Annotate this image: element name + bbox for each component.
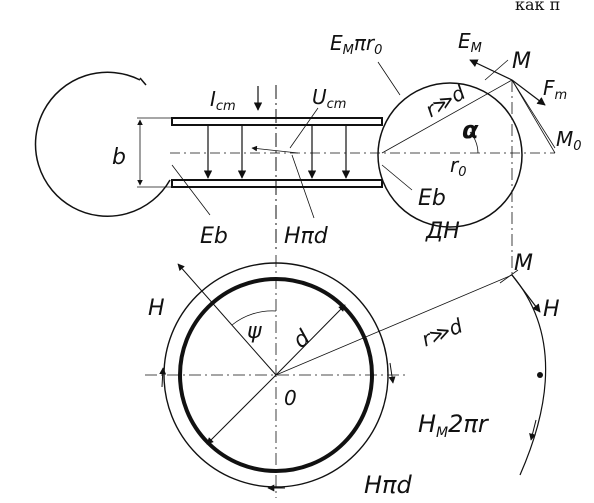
header-text: как п xyxy=(515,0,560,14)
ring-arrow-left xyxy=(159,367,167,388)
h-pi-d-top-label: Hπd xyxy=(284,224,329,249)
f-m-vector xyxy=(511,79,546,106)
r-d-leader-top xyxy=(484,59,509,81)
h-m-arc xyxy=(511,274,547,476)
dn-label: ДН xyxy=(425,219,460,244)
eb-right-leader xyxy=(381,164,413,191)
d-radius xyxy=(275,304,346,376)
psi-arc xyxy=(231,310,277,326)
alpha-label: α xyxy=(462,116,479,144)
left-circle-tick xyxy=(139,77,147,86)
m-bottom-tangent xyxy=(499,269,519,284)
r-line-bottom xyxy=(275,274,513,376)
h-vector-right xyxy=(511,274,541,313)
u-cm-leader xyxy=(289,107,319,149)
f-m-label: Fm xyxy=(543,76,567,103)
m-bottom-label: M xyxy=(514,251,533,276)
em-pi-r0-label: EMπr0 xyxy=(330,31,382,58)
psi-label: ψ xyxy=(247,319,262,344)
h-left-label: H xyxy=(148,296,165,321)
eb-right-label: Eb xyxy=(418,186,446,211)
e-m-label: EM xyxy=(458,29,482,56)
bottom-plate xyxy=(171,179,383,188)
h-radius xyxy=(177,263,277,376)
m-top-label: M xyxy=(512,49,531,74)
hm-2pi-r-label: HM2πr xyxy=(418,410,490,441)
h-pi-d-top-leader xyxy=(291,154,315,219)
d-label: d xyxy=(289,325,317,354)
e-m-vector xyxy=(469,59,513,81)
h-pi-d-bottom-label: Hπd xyxy=(364,471,412,499)
o-label: 0 xyxy=(284,386,297,410)
left-partial-circle xyxy=(34,71,171,217)
m0-label: M0 xyxy=(556,127,582,154)
i-cm-label: Icm xyxy=(210,87,236,114)
h-right-label: H xyxy=(543,297,560,322)
r-line-to-m xyxy=(381,79,513,154)
r-d-bottom-label: r≫d xyxy=(418,313,466,351)
eb-left-label: Eb xyxy=(200,224,228,249)
d-radius-opposite xyxy=(206,374,277,445)
eb-left-leader xyxy=(171,164,211,216)
m-to-m0-line xyxy=(511,79,556,154)
u-cm-label: Ucm xyxy=(312,85,346,112)
r0-label: r0 xyxy=(450,153,467,180)
em-pi-r0-leader xyxy=(377,61,401,96)
right-circle xyxy=(377,82,523,228)
ring-arrow-right xyxy=(388,362,396,384)
alpha-arc xyxy=(469,131,479,154)
arc-dot xyxy=(537,372,543,378)
field-arrows xyxy=(203,126,351,179)
h-m-arc-arrow xyxy=(529,419,537,441)
m-m0-ray xyxy=(511,79,556,149)
u-arrow xyxy=(251,145,299,154)
b-label: b xyxy=(112,145,126,170)
top-plate xyxy=(171,117,383,126)
